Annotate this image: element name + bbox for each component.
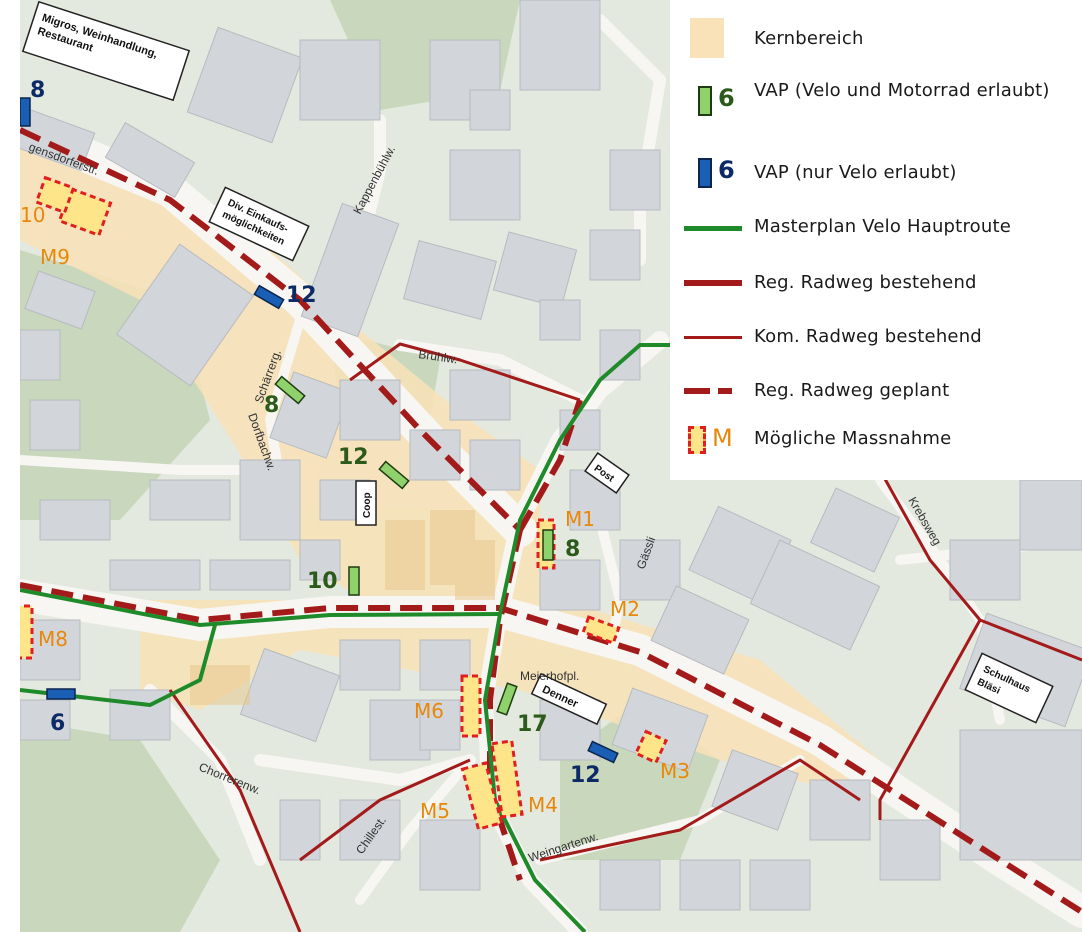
masterplan-hauptroute xyxy=(20,343,670,932)
measure-m2-label: M2 xyxy=(610,597,640,621)
legend-vap-velo-label: VAP (nur Velo erlaubt) xyxy=(754,162,957,183)
measure-labels: M1 M2 M3 M4 M5 M6 M8 M9 10 xyxy=(20,203,690,823)
reg-existing-swatch xyxy=(682,264,742,304)
measure-m8-label: M8 xyxy=(38,627,68,651)
main-route-swatch xyxy=(682,208,742,248)
place-post: Post xyxy=(584,452,630,494)
measure-m10-label: 10 xyxy=(20,203,45,227)
legend-kom-existing-label: Kom. Radweg bestehend xyxy=(754,326,982,347)
vap-moto-count: 6 xyxy=(718,84,735,112)
reg-planned-dash-1 xyxy=(684,388,710,394)
reg-existing-line xyxy=(684,280,742,286)
main-route-line xyxy=(684,226,742,231)
place-coop: Coop xyxy=(355,480,377,526)
legend-reg-planned-label: Reg. Radweg geplant xyxy=(754,380,950,401)
vap-velo-stands xyxy=(20,97,619,764)
street-meierhofpl: Meierhofpl. xyxy=(520,669,579,683)
vap-velo-count: 6 xyxy=(718,156,735,184)
core-blocks xyxy=(190,510,495,705)
core-area-swatch xyxy=(690,18,724,58)
legend-vap-moto-label: VAP (Velo und Motorrad erlaubt) xyxy=(754,80,1050,101)
measure-m4-label: M4 xyxy=(528,793,558,817)
vap-velo-icon xyxy=(698,158,712,188)
place-einkauf: Div. Einkaufs- möglichkeiten xyxy=(208,186,310,262)
legend-reg-existing-label: Reg. Radweg bestehend xyxy=(754,272,977,293)
place-coop-label: Coop xyxy=(362,492,373,518)
kom-existing-swatch xyxy=(682,318,742,358)
parking-count-6-west: 6 xyxy=(50,711,65,736)
buildings xyxy=(20,0,1082,911)
parking-labels: 8 12 8 12 10 8 17 12 6 xyxy=(30,78,601,788)
vap-velo-swatch: 6 xyxy=(682,152,742,192)
measure-icon xyxy=(688,426,706,454)
parking-count-12-coop: 12 xyxy=(338,445,369,470)
vap-moto-swatch: 6 xyxy=(682,78,742,118)
measures xyxy=(20,175,669,831)
legend-main-route-label: Masterplan Velo Hauptroute xyxy=(754,216,1011,237)
measure-m9-label: M9 xyxy=(40,245,70,269)
parking-count-8-post: 8 xyxy=(565,537,580,562)
measure-m6-label: M6 xyxy=(414,699,444,723)
measure-swatch: M xyxy=(682,420,742,460)
vap-moto-icon xyxy=(698,86,712,116)
measure-m5-label: M5 xyxy=(420,799,450,823)
reg-planned-dash-2 xyxy=(718,388,732,394)
vap-moto-stands xyxy=(274,375,554,716)
parking-count-8-schaerrer: 8 xyxy=(264,393,279,418)
legend-core-area-label: Kernbereich xyxy=(754,28,864,49)
street-bruehlw: Brühlw. xyxy=(418,347,459,366)
kom-existing-line xyxy=(684,336,742,339)
measure-m1-label: M1 xyxy=(565,507,595,531)
measure-m3-label: M3 xyxy=(660,759,690,783)
parking-count-nw-8: 8 xyxy=(30,78,45,103)
measure-letter: M xyxy=(712,424,733,452)
parking-count-17: 17 xyxy=(517,712,548,737)
parking-count-12-bottom: 12 xyxy=(570,763,601,788)
parking-count-10: 10 xyxy=(307,569,338,594)
parking-count-12-top: 12 xyxy=(286,283,317,308)
reg-planned-swatch xyxy=(682,372,742,412)
map-legend: Kernbereich 6 VAP (Velo und Motorrad erl… xyxy=(670,0,1082,480)
kom-radwege xyxy=(168,342,1082,932)
legend-measure-label: Mögliche Massnahme xyxy=(754,428,952,449)
